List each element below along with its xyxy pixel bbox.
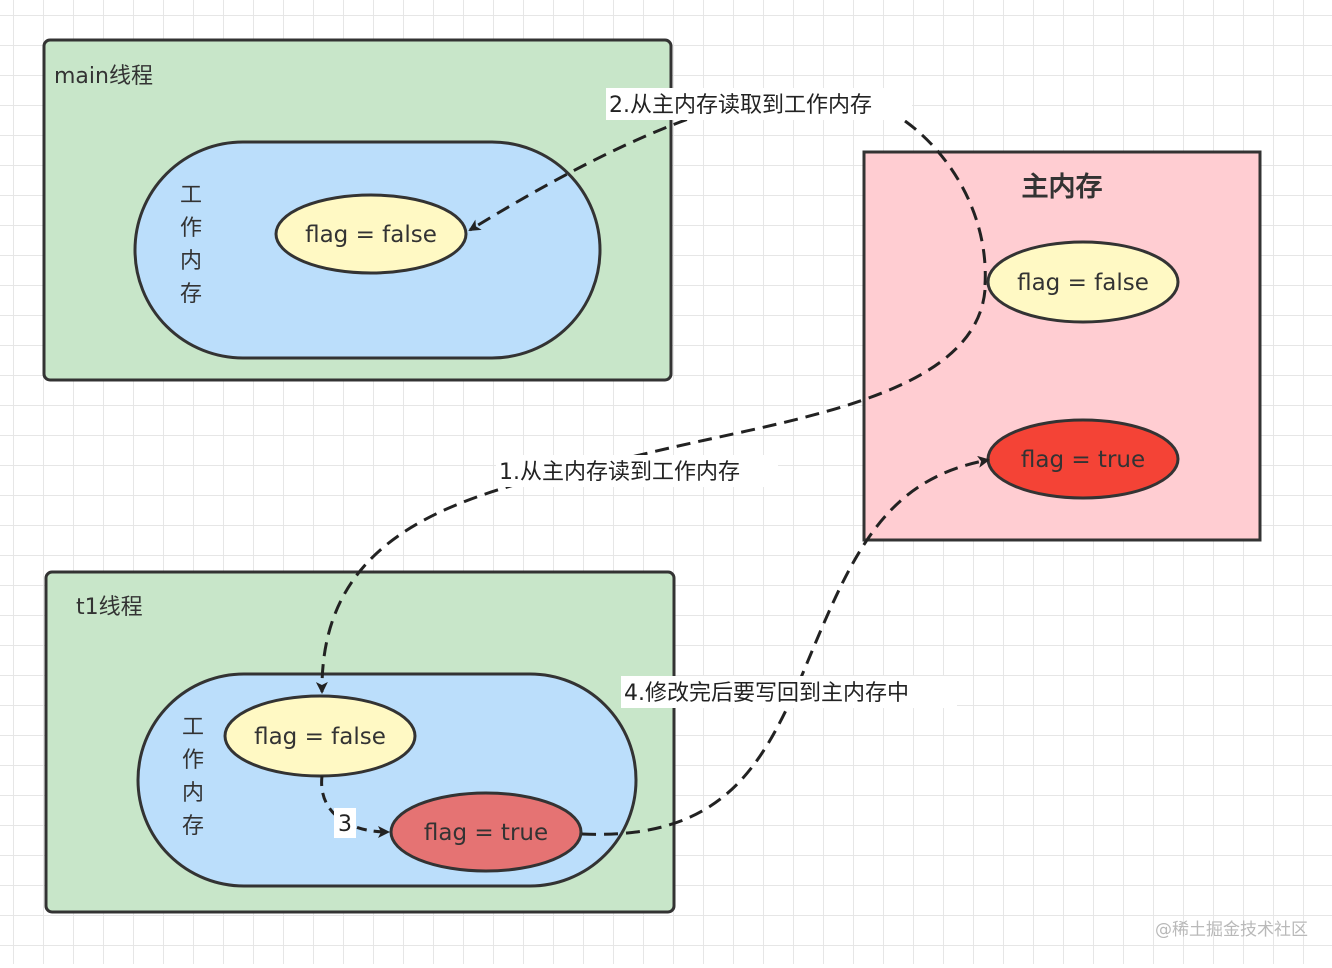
step3-label-group: 3 — [334, 808, 356, 838]
t1-work-memory-label-char: 作 — [182, 748, 204, 773]
step4-label: 4.修改完后要写回到主内存中 — [624, 681, 909, 706]
t1-flag-true-node: flag = true — [389, 791, 583, 873]
main-memory-flag-true-text: flag = true — [1021, 447, 1145, 473]
main-work-memory-label-char: 工 — [180, 183, 202, 208]
main-memory-flag-true-node: flag = true — [986, 418, 1180, 500]
main-flag-node: flag = false — [274, 193, 468, 275]
step1-label: 1.从主内存读到工作内存 — [499, 460, 740, 485]
watermark-text: @稀土掘金技术社区 — [1155, 920, 1308, 940]
step1-label-group: 1.从主内存读到工作内存 — [496, 455, 778, 487]
step4-label-group: 4.修改完后要写回到主内存中 — [621, 676, 957, 708]
t1-thread-label: t1线程 — [76, 595, 143, 620]
main-memory-flag-false-text: flag = false — [1017, 270, 1149, 296]
arrow-step3 — [320, 775, 390, 838]
t1-work-memory-label-char: 工 — [182, 715, 204, 740]
main-thread-label: main线程 — [54, 64, 153, 89]
t1-thread-box: t1线程 工 作 内 存 flag = false flag = true — [44, 570, 676, 914]
t1-flag-false-text: flag = false — [254, 724, 386, 750]
main-memory-box: 主内存 flag = false flag = true — [862, 150, 1262, 542]
t1-work-memory-label-char: 内 — [182, 781, 204, 806]
t1-flag-true-text: flag = true — [424, 820, 548, 846]
t1-flag-false-node: flag = false — [223, 694, 417, 778]
main-flag-text: flag = false — [305, 222, 437, 248]
main-work-memory-label-char: 存 — [180, 282, 202, 307]
main-memory-title: 主内存 — [1022, 172, 1103, 203]
step2-label: 2.从主内存读取到工作内存 — [609, 93, 872, 118]
main-thread-box: main线程 工 作 内 存 flag = false — [42, 38, 673, 382]
step3-label: 3 — [338, 812, 352, 837]
step2-label-group: 2.从主内存读取到工作内存 — [606, 88, 912, 120]
t1-work-memory-label-char: 存 — [182, 814, 204, 839]
main-memory-flag-false-node: flag = false — [986, 240, 1180, 324]
main-work-memory-label-char: 内 — [180, 249, 202, 274]
main-work-memory-label-char: 作 — [180, 216, 202, 241]
